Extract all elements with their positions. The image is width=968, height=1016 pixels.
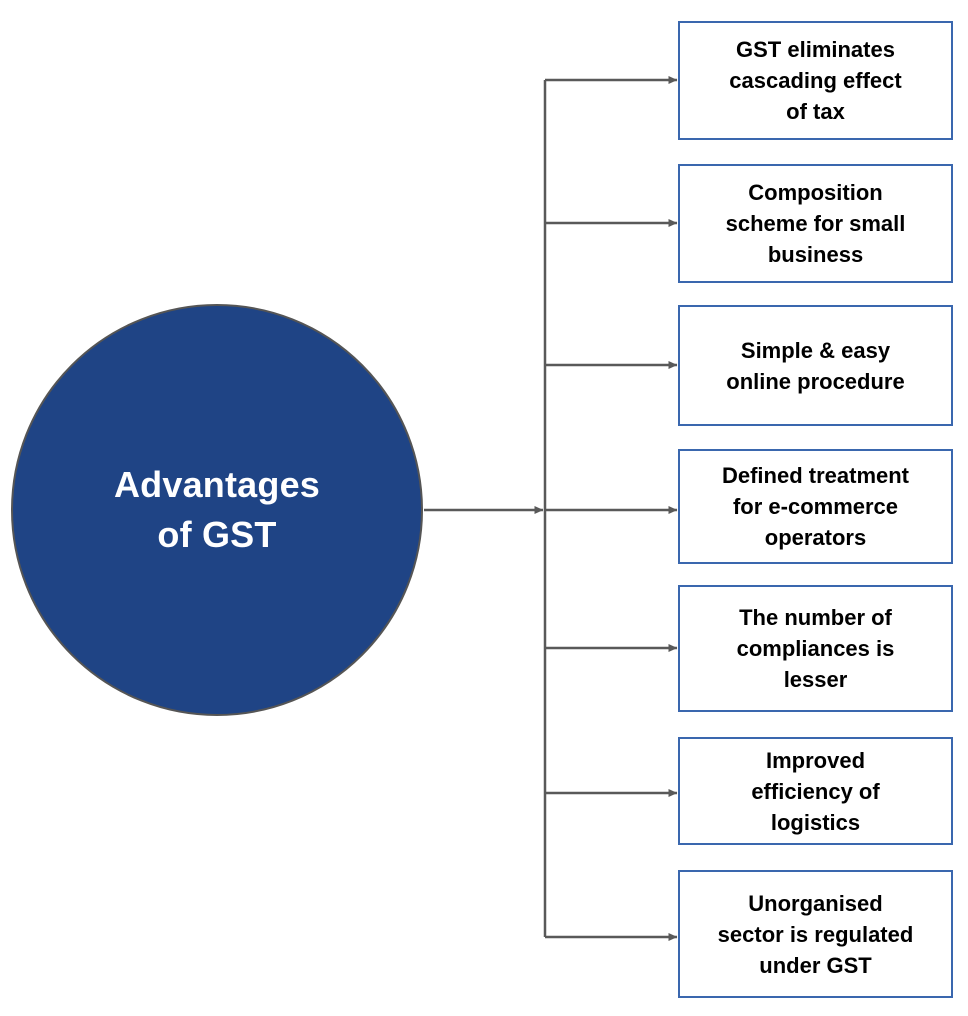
hub-node-advantages-of-gst[interactable]: Advantages of GST — [11, 304, 423, 716]
node-box-6-label: Improved efficiency of logistics — [751, 747, 880, 835]
node-box-1[interactable]: GST eliminates cascading effect of tax — [678, 21, 953, 140]
hub-node-label: Advantages of GST — [113, 464, 321, 555]
node-box-4[interactable]: Defined treatment for e-commerce operato… — [678, 449, 953, 564]
node-box-1-label: GST eliminates cascading effect of tax — [729, 37, 902, 124]
node-box-2[interactable]: Composition scheme for small business — [678, 164, 953, 283]
node-box-7[interactable]: Unorganised sector is regulated under GS… — [678, 870, 953, 998]
node-box-6[interactable]: Improved efficiency of logistics — [678, 737, 953, 845]
node-box-2-label: Composition scheme for small business — [725, 180, 906, 267]
node-box-5[interactable]: The number of compliances is lesser — [678, 585, 953, 712]
node-box-3-label: Simple & easy online procedure — [726, 337, 905, 394]
node-box-4-label: Defined treatment for e-commerce operato… — [721, 463, 910, 550]
node-box-7-label: Unorganised sector is regulated under GS… — [717, 890, 914, 978]
node-box-3[interactable]: Simple & easy online procedure — [678, 305, 953, 426]
node-box-5-label: The number of compliances is lesser — [736, 605, 895, 692]
